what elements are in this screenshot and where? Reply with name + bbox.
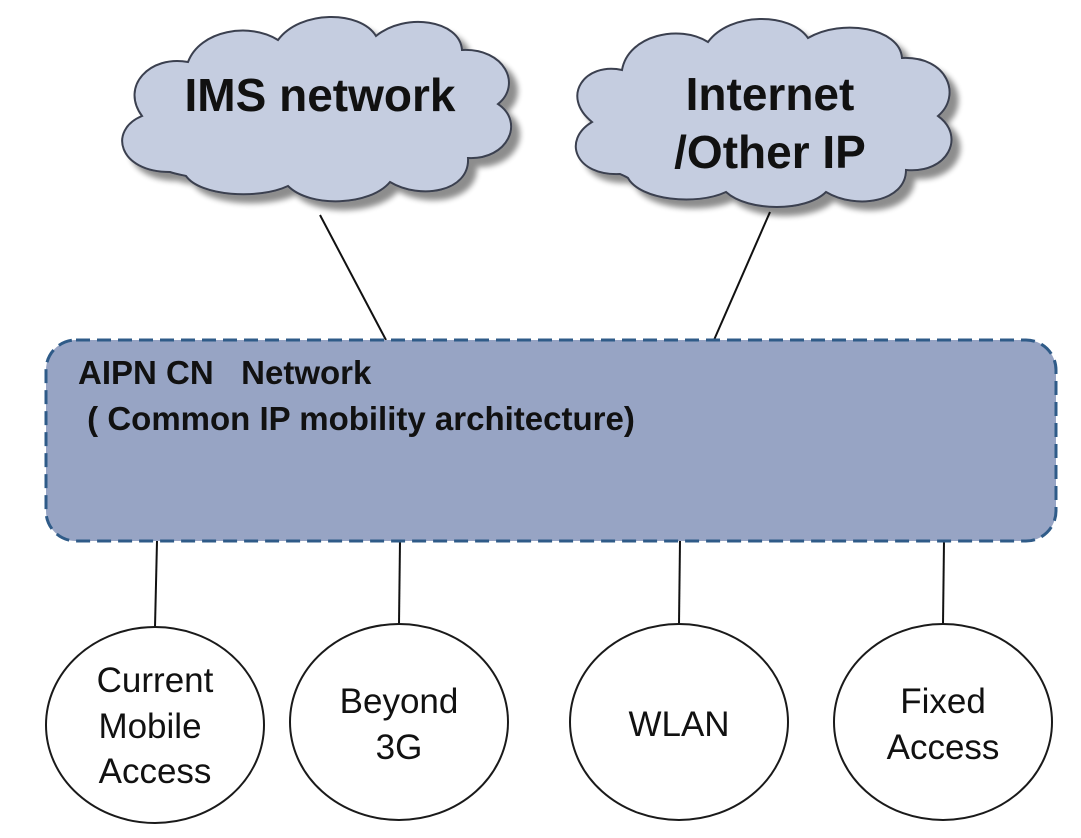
cloud-ims-network xyxy=(121,16,513,203)
connectors xyxy=(154,211,945,628)
connector-core-fixed xyxy=(942,540,945,625)
core-network-title: AIPN CN Network xyxy=(78,354,372,391)
connector-core-current-mobile xyxy=(154,540,158,628)
cloud-ims-label: IMS network xyxy=(185,69,456,121)
connector-ims-core xyxy=(319,214,387,341)
connector-core-beyond-3g xyxy=(398,540,401,625)
access-current-mobile: Current Mobile Access xyxy=(45,626,265,824)
access-current-mobile-circle xyxy=(45,626,265,824)
access-wlan: WLAN xyxy=(569,623,789,821)
core-network-box xyxy=(44,338,1058,543)
access-beyond-3g-circle xyxy=(289,623,509,821)
access-beyond-3g-line-2: 3G xyxy=(376,728,423,767)
connector-core-wlan xyxy=(678,540,681,625)
cloud-internet-label-line-2: /Other IP xyxy=(674,126,866,178)
access-beyond-3g: Beyond 3G xyxy=(289,623,509,821)
connector-internet-core xyxy=(713,211,771,341)
access-fixed: Fixed Access xyxy=(833,623,1053,821)
access-fixed-line-2: Access xyxy=(887,728,1000,767)
access-wlan-circle xyxy=(569,623,789,821)
access-current-mobile-line-2: Mobile xyxy=(98,707,201,746)
cloud-internet-other-ip xyxy=(574,18,953,208)
cloud-internet-label-line-1: Internet xyxy=(686,68,855,120)
access-fixed-circle xyxy=(833,623,1053,821)
access-current-mobile-line-3: Access xyxy=(99,752,212,791)
access-beyond-3g-line-1: Beyond xyxy=(340,682,459,721)
cloud-internet-shape xyxy=(574,18,953,208)
access-fixed-line-1: Fixed xyxy=(900,682,986,721)
access-wlan-line-1: WLAN xyxy=(628,705,729,744)
cloud-ims-shape xyxy=(121,16,513,203)
core-network-subtitle: ( Common IP mobility architecture) xyxy=(78,400,635,437)
access-current-mobile-line-1: Current xyxy=(97,661,214,700)
